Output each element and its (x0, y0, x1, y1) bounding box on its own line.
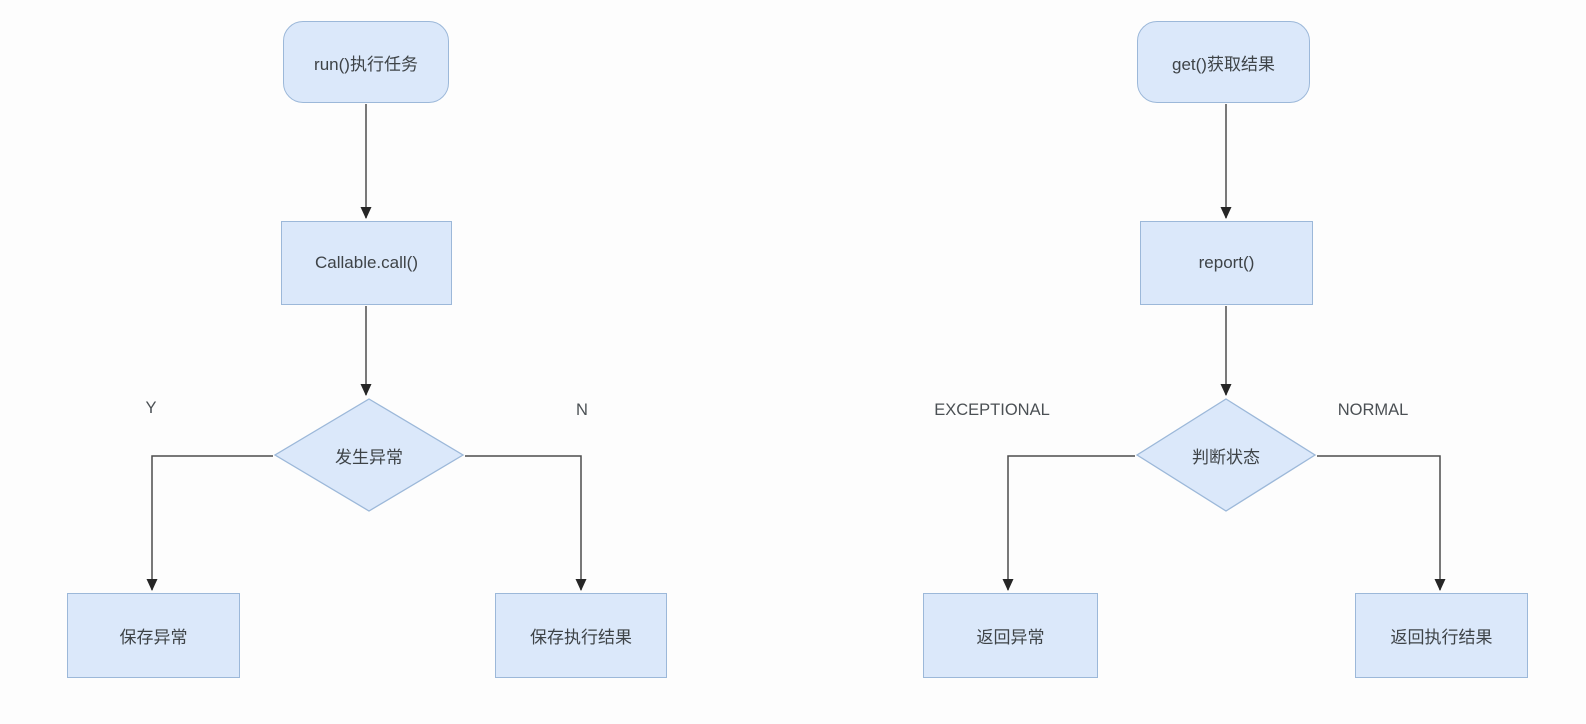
arrow-decision-normal-to-return-result (1317, 455, 1446, 591)
node-return-result-label: 返回执行结果 (1390, 628, 1493, 647)
branch-label-normal: NORMAL (1337, 401, 1409, 419)
diamond-shape (273, 398, 465, 512)
arrow-decision-no-to-save-result (465, 455, 587, 591)
arrow-decision-exceptional-to-return-exception (1002, 455, 1135, 591)
node-return-exception: 返回异常 (923, 593, 1098, 678)
node-callable-call-label: Callable.call() (315, 253, 418, 272)
node-report-label: report() (1198, 253, 1255, 272)
node-callable-call: Callable.call() (281, 221, 452, 305)
node-return-result: 返回执行结果 (1355, 593, 1528, 678)
node-save-result-label: 保存执行结果 (530, 628, 632, 647)
node-status-decision: 判断状态 (1135, 398, 1317, 512)
arrow-decision-yes-to-save-exception (146, 455, 273, 591)
node-report: report() (1140, 221, 1313, 305)
node-get-result-label: get()获取结果 (1172, 54, 1275, 74)
branch-label-no: N (576, 401, 588, 419)
branch-label-exceptional: EXCEPTIONAL (934, 401, 1050, 419)
branch-label-yes: Y (145, 399, 157, 417)
node-save-exception: 保存异常 (67, 593, 240, 678)
diamond-shape (1135, 398, 1317, 512)
node-run-task: run()执行任务 (283, 21, 449, 103)
node-save-exception-label: 保存异常 (119, 628, 188, 647)
node-run-task-label: run()执行任务 (314, 54, 418, 74)
node-save-result: 保存执行结果 (495, 593, 667, 678)
node-exception-decision-label: 发生异常 (335, 447, 403, 467)
node-status-decision-label: 判断状态 (1192, 447, 1260, 467)
node-return-exception-label: 返回异常 (976, 628, 1045, 647)
node-exception-decision: 发生异常 (273, 398, 465, 512)
node-get-result: get()获取结果 (1137, 21, 1310, 103)
